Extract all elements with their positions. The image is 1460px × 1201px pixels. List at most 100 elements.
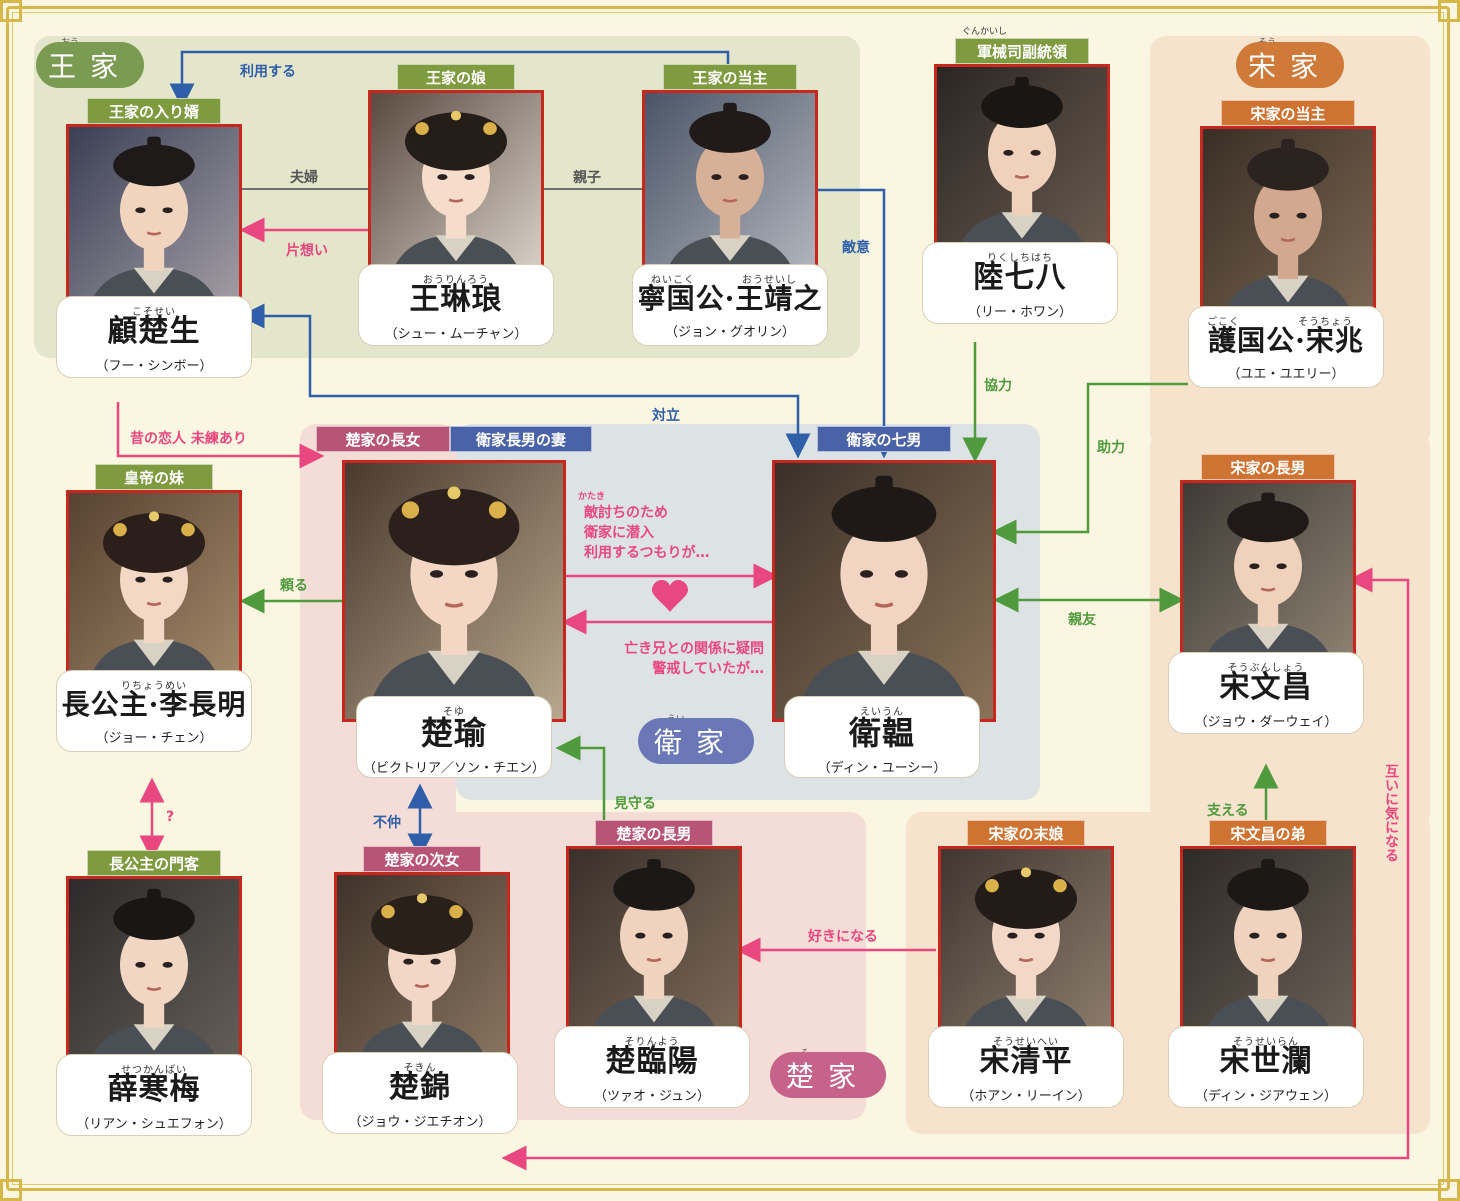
actor-name: （リー・ホワン） <box>967 305 1072 320</box>
character-name: 衛韞 <box>848 714 915 752</box>
label-keikai-line2: 警戒していたが… <box>652 661 764 677</box>
name-card-weiyun: えいうん衛韞 （ディン・ユーシー） <box>784 696 980 778</box>
link-tekii <box>818 188 897 459</box>
character-name: 楚臨陽 <box>605 1044 699 1079</box>
label-kyouryoku: 協力 <box>984 378 1012 394</box>
label-tagaini: 互いに気になる <box>1383 764 1399 862</box>
name-ruby: そりんよう <box>624 1037 680 1048</box>
portrait-songqingping <box>938 846 1114 1052</box>
link-tagaini <box>501 567 1410 1171</box>
name-card-xuehanmei: せつかんばい薛寒梅（リアン・シュエフォン） <box>56 1054 252 1136</box>
portrait-wangjingzhi <box>642 90 818 290</box>
name-ruby-a: ごこく <box>1207 317 1240 328</box>
name-ruby-b: そうちょう <box>1298 317 1353 328</box>
tag-chuyu: 楚家の長女 <box>316 426 450 452</box>
character-name: 顧楚生 <box>107 314 201 349</box>
wang-family-label: 王家 <box>47 50 132 83</box>
link-mukashi <box>116 402 325 469</box>
name-card-lichangming: りちょうめい長公主·李長明（ジョー・チェン） <box>56 670 252 752</box>
label-katakiuchi-line2: 衛家に潜入 <box>584 525 654 541</box>
link-mimamoru <box>555 735 606 826</box>
character-name: 宋清平 <box>979 1044 1073 1079</box>
actor-name: （フー・シンボー） <box>95 359 213 374</box>
label-tekii: 敵意 <box>842 240 870 256</box>
name-ruby: えいうん <box>860 707 904 718</box>
actor-name: （ツァオ・ジュン） <box>593 1089 711 1104</box>
name-ruby-b: おうせいし <box>742 275 797 286</box>
tag-guchusheng: 王家の入り婿 <box>87 98 221 124</box>
character-name: 楚瑜 <box>420 714 487 752</box>
name-ruby-a: ねいこく <box>651 275 695 286</box>
label-keikai-line1: 亡き兄との関係に疑問 <box>624 641 764 657</box>
character-name: 宋世瀾 <box>1219 1044 1313 1079</box>
portrait-chujin <box>334 872 510 1078</box>
character-name: 宋文昌 <box>1219 670 1313 705</box>
character-name: 長公主·李長明 <box>61 688 247 721</box>
character-name: 楚錦 <box>389 1070 451 1105</box>
label-shinyu: 親友 <box>1068 612 1096 628</box>
name-ruby: こそせい <box>132 307 176 318</box>
actor-name: （ホアン・リーイン） <box>961 1089 1091 1104</box>
label-sasaeru: 支える <box>1207 803 1249 819</box>
actor-name: （ディン・ジアウェン） <box>1194 1089 1338 1104</box>
character-name: 王琳琅 <box>409 282 503 317</box>
character-name: 薛寒梅 <box>107 1072 201 1107</box>
tag-lichangming: 皇帝の妹 <box>95 464 213 490</box>
name-card-songqingping: そうせいへい宋清平 （ホアン・リーイン） <box>928 1026 1124 1108</box>
actor-name: （ディン・ユーシー） <box>817 761 947 776</box>
label-mimamoru: 見守る <box>614 796 656 812</box>
label-fuufu: 夫婦 <box>290 170 318 186</box>
portrait-guchusheng <box>66 124 242 322</box>
tag-ruby-luqiba: ぐんかいし <box>962 27 1008 37</box>
actor-name: （ユエ・ユエリー） <box>1227 367 1345 382</box>
actor-name: （ジョウ・ダーウェイ） <box>1194 715 1338 730</box>
tag-weiyun: 衛家の七男 <box>817 426 951 452</box>
tag-songwenchang: 宋家の長男 <box>1201 454 1335 480</box>
tag-xuehanmei: 長公主の門客 <box>87 850 221 876</box>
name-ruby: そうせいらん <box>1233 1037 1299 1048</box>
portrait-chuyu <box>342 460 566 722</box>
gold-frame <box>6 6 1450 1191</box>
tag-songqingping: 宋家の末娘 <box>967 820 1085 846</box>
name-ruby: そきん <box>403 1063 437 1074</box>
tag-songshilan: 宋文昌の弟 <box>1209 820 1327 846</box>
tag-wanglinlang: 王家の娘 <box>397 64 515 90</box>
tag-luqiba: 軍械司副統領 <box>955 38 1089 64</box>
actor-name: （シュー・ムーチャン） <box>384 327 528 342</box>
character-name: 陸七八 <box>973 260 1067 295</box>
actor-name: （リアン・シュエフォン） <box>76 1117 232 1132</box>
wang-family-badge: 王家 <box>36 42 144 88</box>
tag-chulinyang: 楚家の長男 <box>595 820 713 846</box>
name-card-chuyu: そゆ楚瑜 （ビクトリア／ソン・チエン） <box>356 696 552 778</box>
frame-corner <box>0 1179 22 1201</box>
name-card-guchusheng: こそせい顧楚生 （フー・シンボー） <box>56 296 252 378</box>
actor-name: （ジョウ・ジエチオン） <box>348 1115 492 1130</box>
label-katakiuchi-line1: 敵討ちのため <box>584 505 668 521</box>
label-funaka: 不仲 <box>373 815 401 831</box>
portrait-songwenchang <box>1180 480 1356 678</box>
name-ruby: そゆ <box>443 707 465 718</box>
name-card-songzhao: ごこくそうちょう護国公·宋兆（ユエ・ユエリー） <box>1188 306 1384 388</box>
label-keikai: 亡き兄との関係に疑問 警戒していたが… <box>596 639 764 679</box>
actor-name: （ビクトリア／ソン・チエン） <box>362 761 545 776</box>
name-card-chujin: そきん楚錦 （ジョウ・ジエチオン） <box>322 1052 518 1134</box>
name-card-luqiba: りくしちはち陸七八（リー・ホワン） <box>922 242 1118 324</box>
label-mukashi: 昔の恋人 未練あり <box>130 431 247 447</box>
actor-name: （ジョン・グオリン） <box>664 325 795 340</box>
link-tairitsu <box>239 303 811 459</box>
portrait-lichangming <box>66 490 242 696</box>
portrait-songshilan <box>1180 846 1356 1052</box>
name-ruby: そうせいへい <box>993 1037 1059 1048</box>
song-family-badge: 宋家 <box>1236 42 1344 88</box>
portrait-songzhao <box>1200 126 1376 332</box>
label-katakiuchi-line3: 利用するつもりが… <box>584 545 710 561</box>
heart-icon <box>652 580 688 612</box>
label-sukininaru: 好きになる <box>808 929 878 945</box>
label-katakiuchi: 敵討ちのため 衛家に潜入 利用するつもりが… <box>584 503 709 563</box>
label-joryoku: 助力 <box>1097 440 1125 456</box>
name-ruby: おうりんろう <box>423 275 489 286</box>
portrait-weiyun <box>772 460 996 722</box>
tag-wangjingzhi: 王家の当主 <box>663 64 797 90</box>
